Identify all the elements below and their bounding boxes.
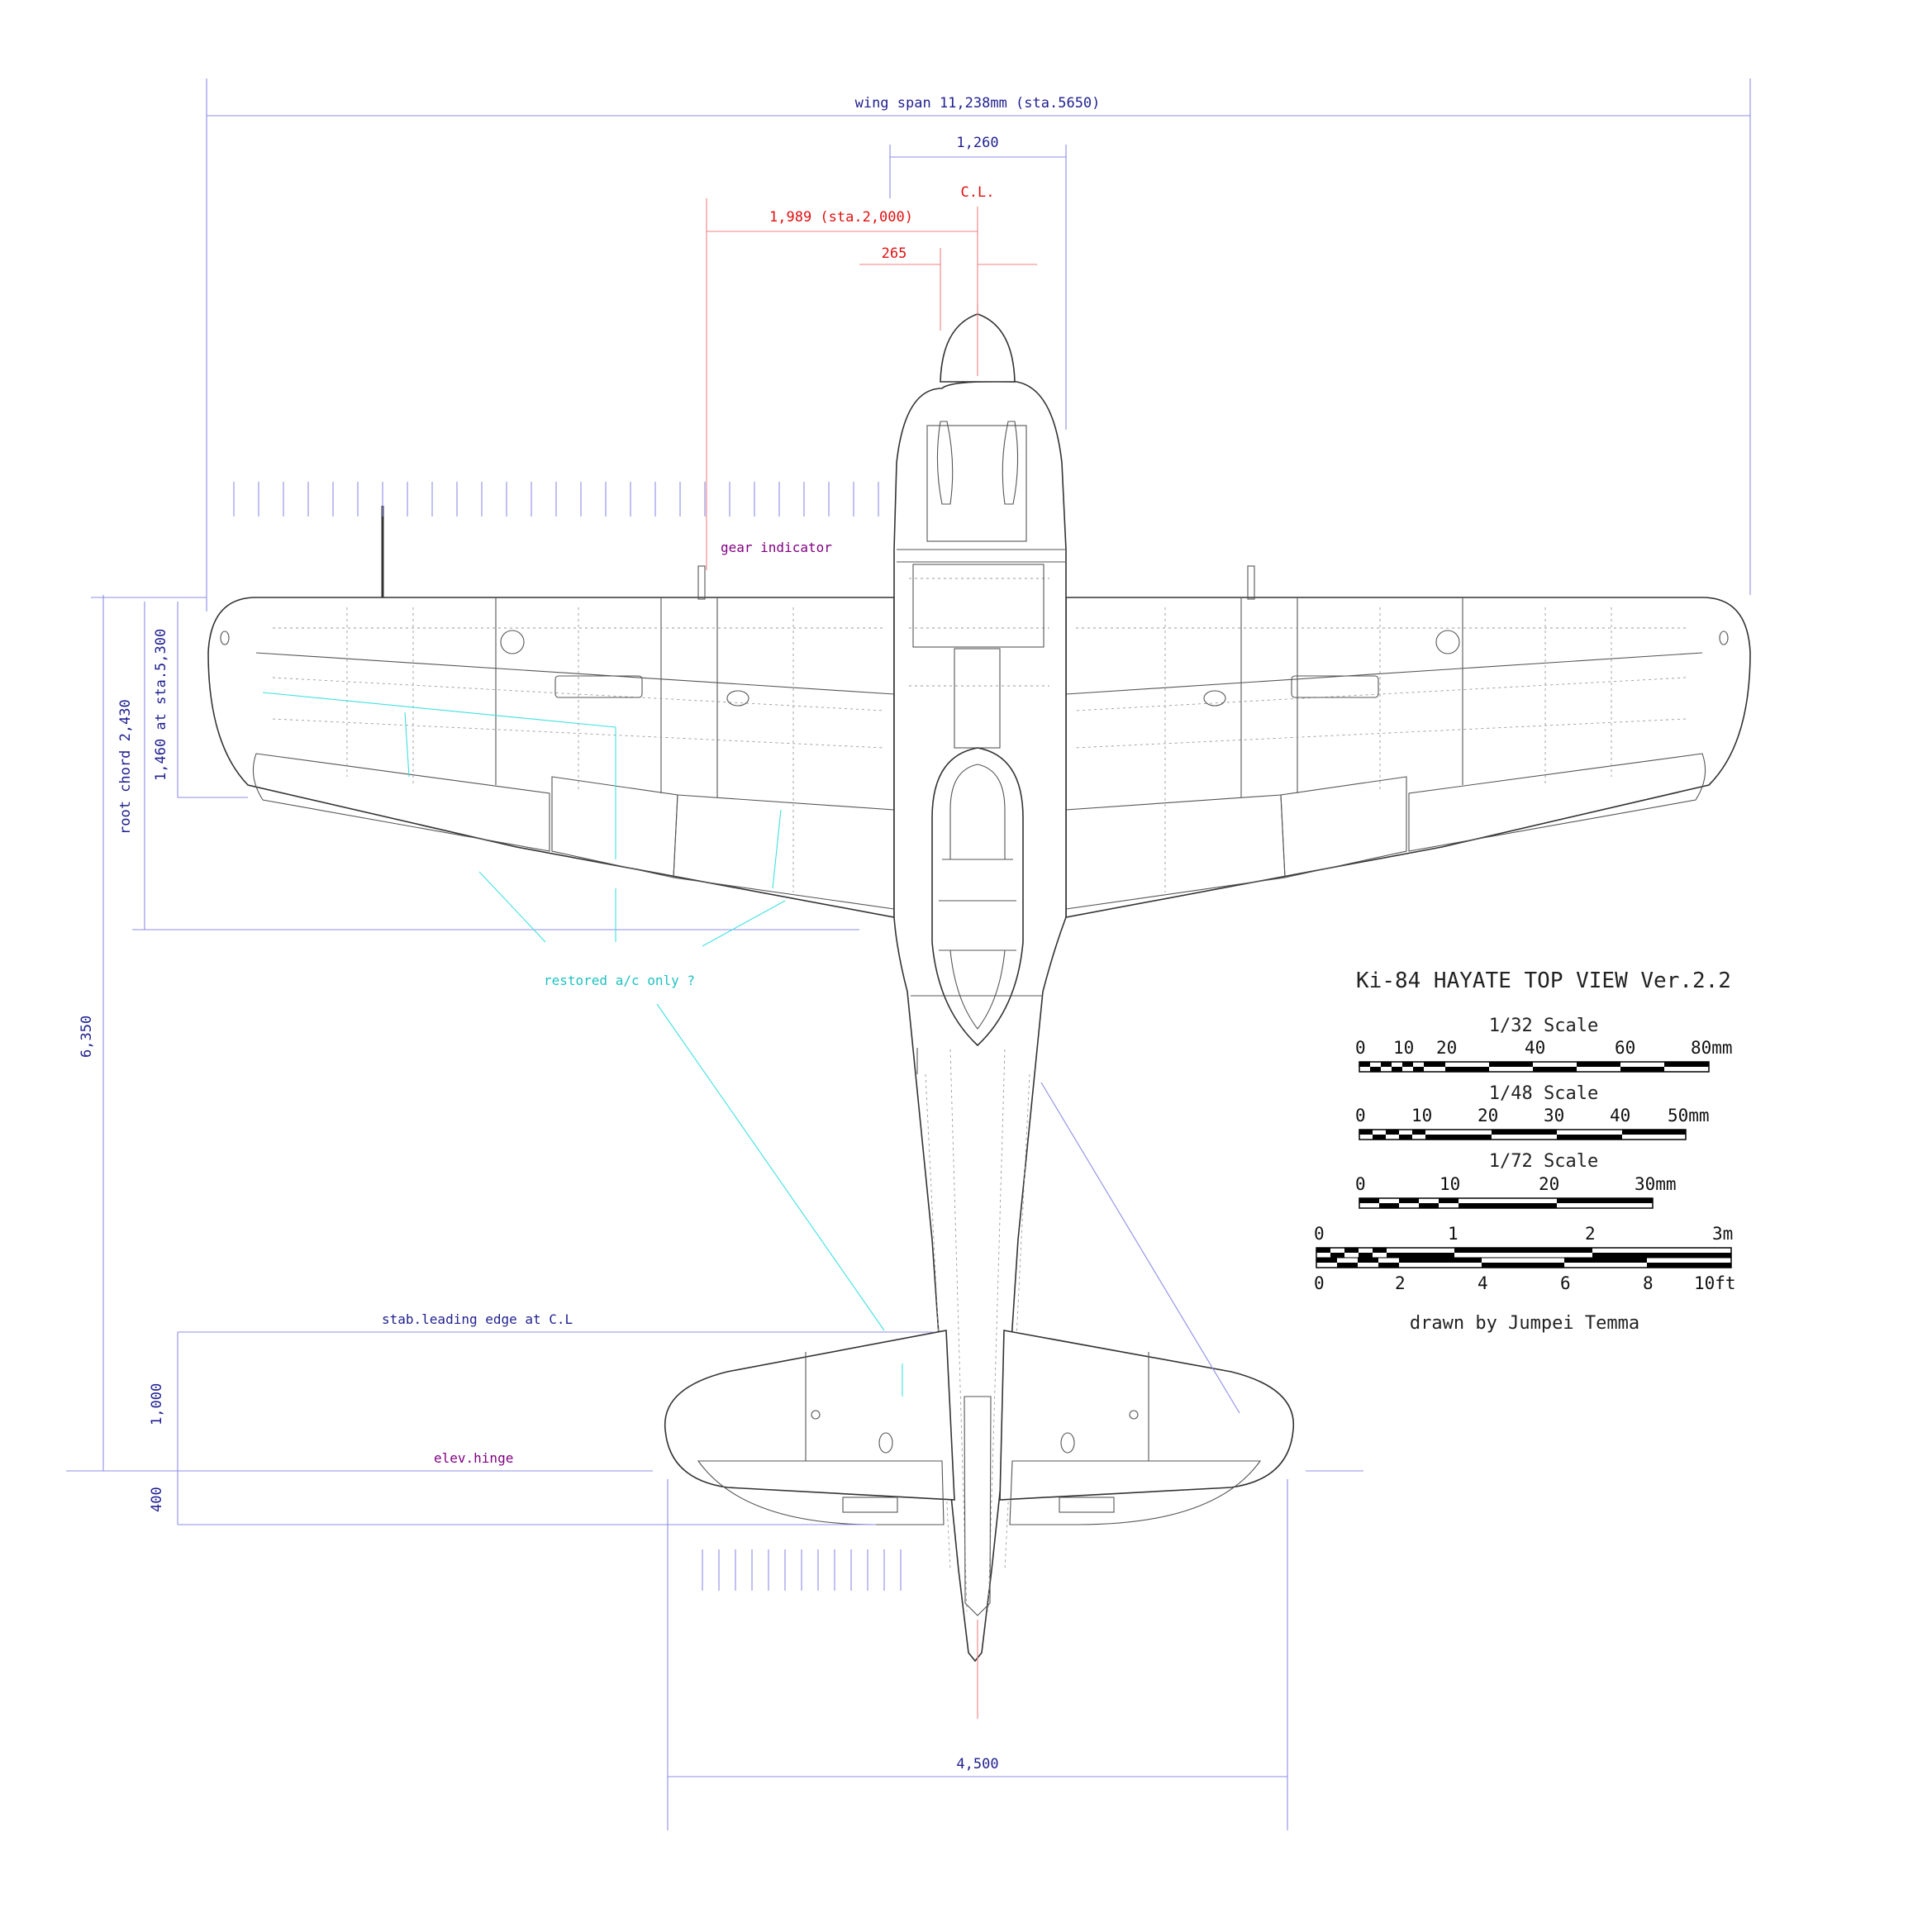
right-trim-tab (1059, 1497, 1115, 1513)
scale-32-tick: 60 (1615, 1038, 1635, 1058)
annotation-notes: gear indicator restored a/c only ? stab.… (382, 540, 832, 1466)
scale-72-label: 1/72 Scale (1489, 1151, 1598, 1172)
right-wingtip-light (1719, 631, 1729, 645)
scale-48-ticks: 0 10 20 30 40 50mm (1355, 1106, 1710, 1125)
dimension-lines (66, 79, 1751, 1830)
dimension-labels: wing span 11,238mm (sta.5650) 1,260 C.L.… (79, 95, 1100, 1773)
scale-48-tick: 10 (1411, 1106, 1432, 1125)
left-wingtip-light (220, 631, 230, 645)
left-inspection-port (500, 630, 525, 654)
scale-48-tick: 30 (1544, 1106, 1564, 1125)
scale-bar-48 (1359, 1129, 1687, 1140)
length-6350-label: 6,350 (79, 1016, 95, 1058)
horizontal-stabilizer (664, 1330, 1295, 1501)
tail-span-label: 4,500 (956, 1756, 998, 1773)
left-gear-indicator (697, 565, 706, 600)
scale-48-label: 1/48 Scale (1489, 1083, 1598, 1104)
restored-note: restored a/c only ? (544, 973, 695, 988)
offset-265-label: 265 (882, 245, 907, 262)
scale-metric-tick: 0 (1314, 1224, 1325, 1244)
scale-48-tick: 0 (1355, 1106, 1366, 1125)
scale-32-ticks: 0 10 20 40 60 80mm (1355, 1038, 1733, 1058)
scale-feet-tick: 8 (1643, 1273, 1654, 1293)
scale-feet-tick: 6 (1560, 1273, 1571, 1293)
left-gun-cover (554, 675, 643, 698)
scale-72-tick: 30mm (1635, 1174, 1677, 1194)
scale-32-label: 1/32 Scale (1489, 1016, 1598, 1036)
scale-metric-tick: 3m (1712, 1224, 1733, 1244)
scale-72-tick: 10 (1439, 1174, 1460, 1194)
fuselage-panel-lines (911, 995, 1043, 1612)
dim-400-label: 400 (149, 1487, 165, 1512)
root-chord-label: root chord 2,430 (117, 699, 134, 835)
center-line-label: C.L. (961, 184, 995, 201)
station-1989-label: 1,989 (sta.2,000) (769, 209, 913, 226)
dim-1000-label: 1,000 (149, 1383, 165, 1425)
right-aileron (1408, 753, 1706, 852)
scale-32-tick: 80mm (1691, 1038, 1733, 1058)
scale-feet-tick: 10ft (1694, 1273, 1736, 1293)
left-trim-tab (842, 1497, 898, 1513)
scale-48-tick: 20 (1478, 1106, 1498, 1125)
drawing-title: Ki-84 HAYATE TOP VIEW Ver.2.2 (1356, 968, 1731, 993)
main-wing (207, 597, 1751, 918)
scale-32-tick: 20 (1436, 1038, 1457, 1058)
scale-feet-tick: 4 (1478, 1273, 1488, 1293)
right-inspection-port (1435, 630, 1460, 654)
scale-72-tick: 0 (1355, 1174, 1366, 1194)
right-elevator (1009, 1460, 1262, 1525)
scale-feet-ticks: 0 2 4 6 8 10ft (1314, 1273, 1736, 1293)
scale-metric-ticks: 0 1 2 3m (1314, 1224, 1733, 1244)
wing-span-label: wing span 11,238mm (sta.5650) (855, 95, 1101, 112)
scale-feet-tick: 0 (1314, 1273, 1325, 1293)
drawing-credit: drawn by Jumpei Temma (1410, 1313, 1639, 1334)
elev-hinge-note: elev.hinge (434, 1450, 513, 1466)
scale-bar-72 (1359, 1197, 1654, 1209)
wing-panel-lines (255, 597, 1703, 892)
stab-leading-edge-note: stab.leading edge at C.L (382, 1311, 573, 1327)
rudder (964, 1396, 992, 1616)
canopy (931, 747, 1024, 1047)
title-block: Ki-84 HAYATE TOP VIEW Ver.2.2 1/32 Scale… (1314, 968, 1736, 1334)
scale-32-tick: 40 (1525, 1038, 1545, 1058)
gear-indicator-note: gear indicator (721, 540, 832, 555)
scale-48-tick: 40 (1610, 1106, 1630, 1125)
scale-48-tick: 50mm (1668, 1106, 1710, 1125)
chord-1460-label: 1,460 at sta.5,300 (153, 629, 169, 781)
scale-metric-tick: 2 (1585, 1224, 1596, 1244)
reference-ticks (233, 482, 902, 1591)
left-aileron (252, 753, 550, 852)
scale-bar-32 (1359, 1061, 1710, 1073)
scale-72-ticks: 0 10 20 30mm (1355, 1174, 1677, 1194)
scale-32-tick: 10 (1393, 1038, 1414, 1058)
scale-feet-tick: 2 (1395, 1273, 1406, 1293)
scale-metric-tick: 1 (1448, 1224, 1459, 1244)
right-gun-cover (1291, 675, 1379, 698)
scale-bar-metric-feet (1316, 1247, 1732, 1268)
scale-32-tick: 0 (1355, 1038, 1366, 1058)
aircraft-top-view (207, 304, 1751, 1663)
scale-72-tick: 20 (1539, 1174, 1559, 1194)
width-1260-label: 1,260 (956, 135, 998, 151)
right-gear-indicator (1247, 565, 1255, 600)
